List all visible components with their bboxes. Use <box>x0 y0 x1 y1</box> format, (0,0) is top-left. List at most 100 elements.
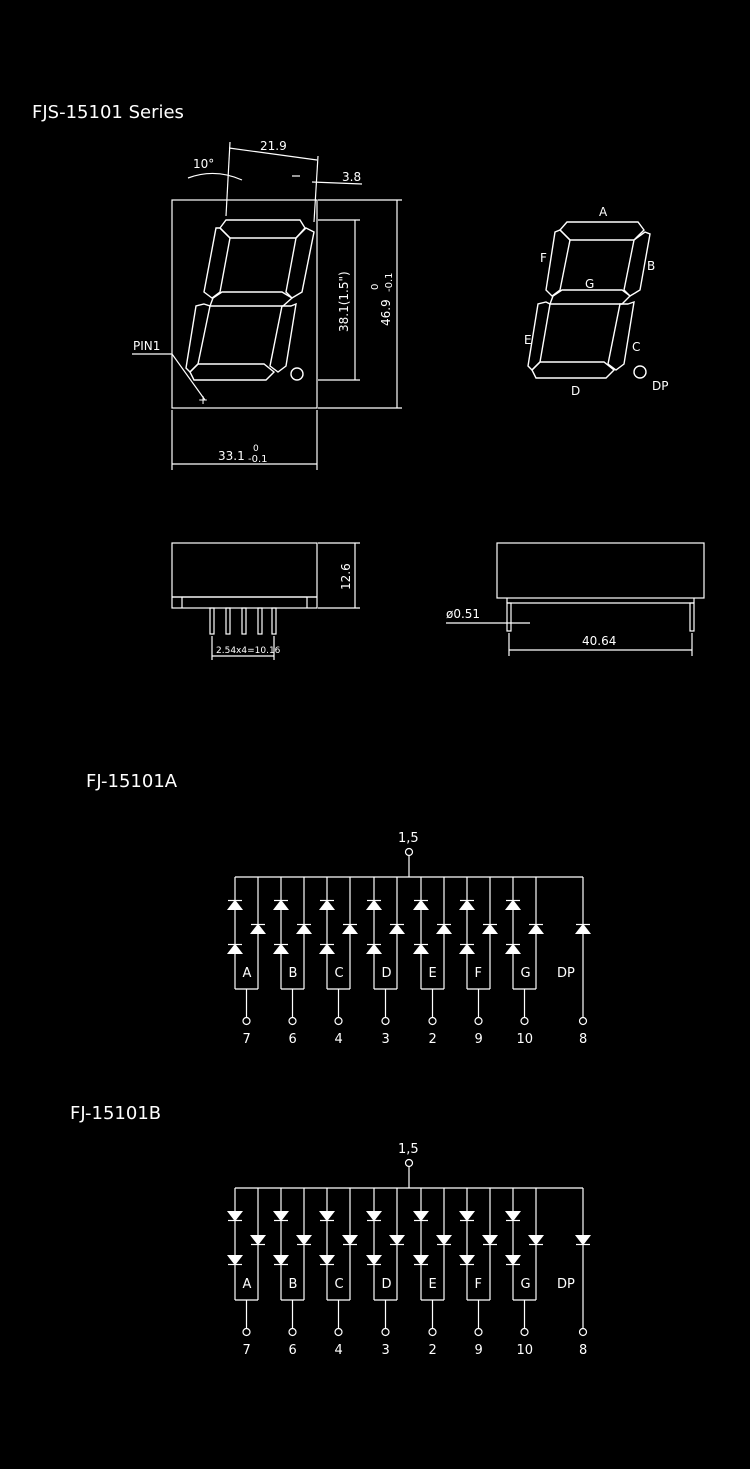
dp-label: DP <box>557 966 575 981</box>
seg-label-a: A <box>599 205 608 219</box>
pitch-label: 2.54x4=10.16 <box>216 646 281 656</box>
segment-label: G <box>521 1277 531 1292</box>
seg-label-c: C <box>632 340 640 354</box>
diode-symbol <box>272 899 290 910</box>
diode-symbol <box>504 1255 522 1266</box>
diode-symbol <box>272 943 290 954</box>
segment-label: A <box>243 966 252 981</box>
width-label: 33.1 <box>218 449 245 463</box>
diode-symbol <box>341 923 359 934</box>
segment-label: D <box>382 966 392 981</box>
segment-map: A B F G E C D DP <box>524 205 668 398</box>
segment-pin-terminal <box>428 1016 437 1026</box>
end-view: ø0.51 40.64 <box>446 542 705 656</box>
pin1-marker: + <box>198 393 208 407</box>
pin-number-dp: 8 <box>579 1032 587 1047</box>
front-view: 21.9 10° 3.8 38.1(1.5") 46.9 0 -0.1 PIN1… <box>132 139 402 470</box>
pin-number: 6 <box>289 1032 297 1047</box>
angle-label: 10° <box>193 157 214 171</box>
diode-symbol <box>226 1255 244 1266</box>
diode-symbol <box>365 899 383 910</box>
pin-number: 3 <box>382 1343 390 1358</box>
diode-symbol <box>412 1255 430 1266</box>
pin-number: 7 <box>243 1032 251 1047</box>
diode-symbol <box>318 943 336 954</box>
diode-symbol <box>295 1235 313 1246</box>
segment-label: F <box>475 1277 482 1292</box>
circuit-b-title: FJ-15101B <box>70 1103 161 1124</box>
circuit-a-title: FJ-15101A <box>86 771 178 792</box>
diode-symbol <box>458 1255 476 1266</box>
pin-number: 2 <box>429 1032 437 1047</box>
common-pins-label: 1,5 <box>398 1142 419 1157</box>
seg-label-g: G <box>585 277 594 291</box>
pin-number: 6 <box>289 1343 297 1358</box>
diode-symbol <box>318 899 336 910</box>
diode-symbol <box>435 923 453 934</box>
pin-number: 10 <box>517 1032 534 1047</box>
dp-label: DP <box>557 1277 575 1292</box>
segment-pin-terminal <box>288 1016 297 1026</box>
diode-symbol <box>226 943 244 954</box>
pin-number-dp: 8 <box>579 1343 587 1358</box>
segment-pin-terminal <box>381 1327 390 1337</box>
diode-symbol <box>249 1235 267 1246</box>
pin-number: 4 <box>335 1343 343 1358</box>
segment-label: E <box>429 1277 437 1292</box>
width-upper: 0 <box>253 444 259 454</box>
pin-dia-label: ø0.51 <box>446 607 480 621</box>
diode-symbol <box>458 1211 476 1222</box>
segment-pin-terminal <box>242 1016 251 1026</box>
side-pins <box>209 607 277 635</box>
seg-label-b: B <box>647 259 655 273</box>
diode-symbol <box>226 899 244 910</box>
segment-pin-terminal <box>242 1327 251 1337</box>
dp-pin-terminal <box>578 1327 588 1337</box>
total-height-lower: -0.1 <box>384 272 395 292</box>
segment-pin-terminal <box>381 1016 390 1026</box>
diode-symbol <box>341 1235 359 1246</box>
pin-number: 7 <box>243 1343 251 1358</box>
pin-number: 10 <box>517 1343 534 1358</box>
diode-symbol <box>481 1235 499 1246</box>
diode-symbol <box>435 1235 453 1246</box>
digit-height-label: 38.1(1.5") <box>337 271 351 332</box>
diode-symbol <box>504 1211 522 1222</box>
diode-symbol <box>412 943 430 954</box>
diode-symbol <box>365 1211 383 1222</box>
pin-number: 4 <box>335 1032 343 1047</box>
segment-label: D <box>382 1277 392 1292</box>
segment-pin-terminal <box>520 1327 529 1337</box>
diode-symbol <box>481 923 499 934</box>
total-height-upper: 0 <box>370 284 381 290</box>
segment-label: A <box>243 1277 252 1292</box>
common-pin-terminal <box>404 1158 414 1168</box>
diode-symbol <box>527 923 545 934</box>
pin-number: 9 <box>475 1343 483 1358</box>
segment-label: E <box>429 966 437 981</box>
segment-pin-terminal <box>334 1016 343 1026</box>
segment-pin-terminal <box>428 1327 437 1337</box>
seg-label-d: D <box>571 384 580 398</box>
segment-pin-terminal <box>520 1016 529 1026</box>
diode-symbol <box>504 899 522 910</box>
top-width-label: 21.9 <box>260 139 287 153</box>
thickness-label: 12.6 <box>339 563 353 590</box>
front-body-outline <box>171 199 318 409</box>
segment-label: G <box>521 966 531 981</box>
diode-symbol <box>458 943 476 954</box>
diode-symbol <box>365 1255 383 1266</box>
pin-number: 9 <box>475 1032 483 1047</box>
seg-label-dp: DP <box>652 379 668 393</box>
diode-symbol <box>412 1211 430 1222</box>
seg-label-f: F <box>540 251 547 265</box>
diode-symbol <box>272 1211 290 1222</box>
diode-symbol <box>295 923 313 934</box>
pin1-label: PIN1 <box>133 339 160 353</box>
diode-symbol <box>226 1211 244 1222</box>
seg-thickness-label: 3.8 <box>342 170 361 184</box>
segment-label: F <box>475 966 482 981</box>
diode-symbol <box>458 899 476 910</box>
diode-symbol <box>574 923 592 934</box>
